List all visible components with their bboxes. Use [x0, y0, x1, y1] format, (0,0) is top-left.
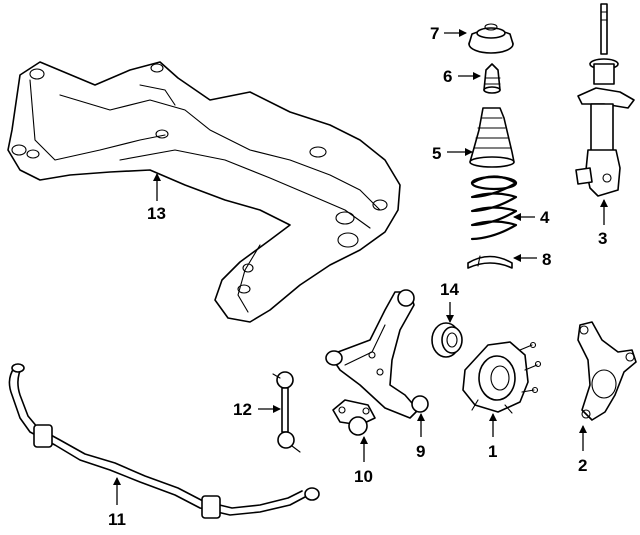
spring-insulator[interactable] — [467, 255, 513, 269]
steering-knuckle[interactable] — [577, 321, 637, 421]
bump-stop[interactable] — [483, 63, 501, 94]
callout-14: 14 — [440, 280, 459, 299]
strut-assembly[interactable] — [575, 3, 635, 197]
callout-10: 10 — [354, 467, 373, 486]
callout-2: 2 — [578, 456, 587, 475]
hub-assembly[interactable] — [462, 341, 542, 414]
stabilizer-bar[interactable] — [8, 363, 320, 519]
lower-control-arm[interactable] — [325, 289, 429, 419]
callout-labels: 7 6 5 4 8 3 13 14 9 1 2 10 12 11 — [108, 24, 607, 529]
strut-mount[interactable] — [468, 23, 514, 54]
coil-spring[interactable] — [470, 175, 518, 241]
callout-13: 13 — [147, 204, 166, 223]
ball-joint[interactable] — [332, 399, 376, 436]
callout-6: 6 — [443, 67, 452, 86]
callout-3: 3 — [598, 229, 607, 248]
callout-4: 4 — [540, 208, 550, 227]
callout-9: 9 — [416, 442, 425, 461]
callout-5: 5 — [432, 144, 441, 163]
callout-1: 1 — [488, 442, 497, 461]
stabilizer-link[interactable] — [272, 371, 301, 453]
wheel-bearing[interactable] — [431, 322, 463, 358]
callout-8: 8 — [542, 250, 551, 269]
dust-boot[interactable] — [469, 107, 515, 168]
leader-lines — [113, 29, 608, 505]
callout-12: 12 — [233, 400, 252, 419]
callout-11: 11 — [108, 510, 126, 529]
crossmember-subframe[interactable] — [7, 61, 401, 323]
callout-7: 7 — [430, 24, 439, 43]
